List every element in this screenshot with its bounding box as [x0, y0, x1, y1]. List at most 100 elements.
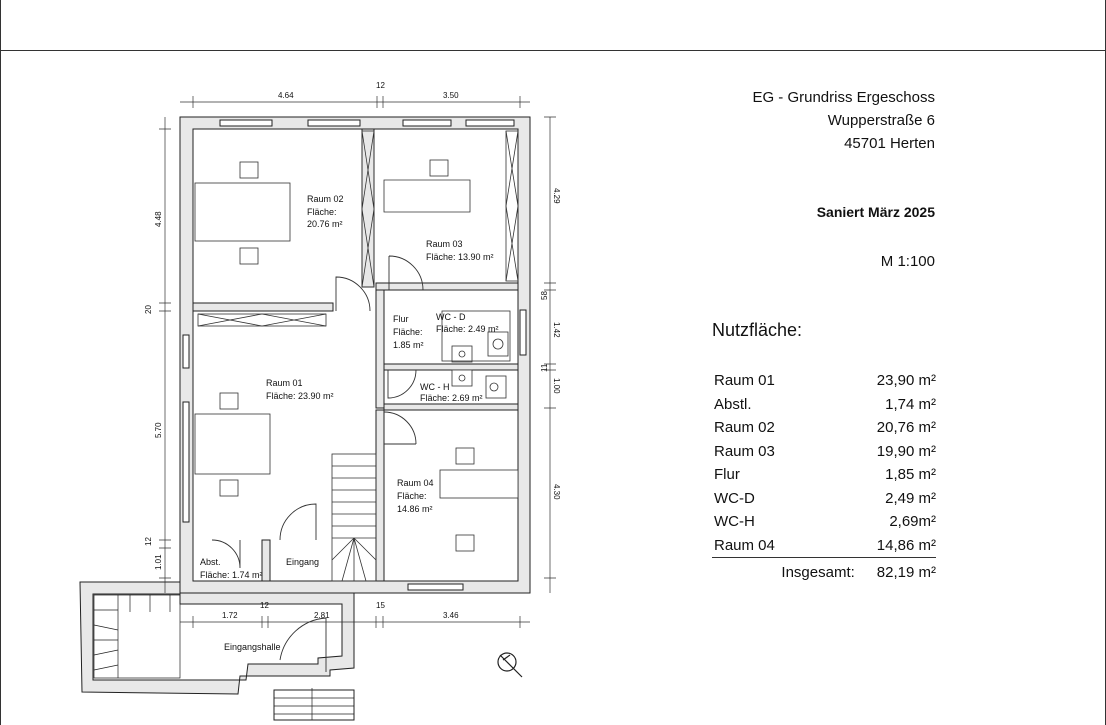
area-label: Raum 01 — [714, 372, 775, 389]
walls — [179, 116, 531, 594]
wall-r04-left — [375, 409, 385, 582]
dimension-label: 5.70 — [154, 422, 163, 438]
dimension-label: 1.42 — [552, 322, 561, 338]
room-area: Fläche: 1.74 m² — [200, 570, 263, 580]
area-row: Raum 04 14,86 m² — [712, 534, 936, 558]
dimension-label: 20 — [144, 305, 153, 314]
area-label: WC-D — [714, 489, 755, 507]
dimension-label: 15 — [376, 601, 385, 610]
room-label: Raum 01 — [266, 378, 303, 388]
window — [465, 119, 515, 127]
dimension-label: 4.30 — [552, 484, 561, 500]
area-total: Insgesamt: 82,19 m² — [712, 564, 936, 581]
total-label: Insgesamt: — [781, 564, 855, 581]
furniture — [194, 159, 519, 552]
city: 45701 Herten — [844, 135, 935, 152]
room-label: WC - H — [420, 382, 450, 392]
chair — [219, 479, 239, 497]
room-label: Abst. — [200, 557, 221, 567]
scale-label: M 1:100 — [880, 253, 935, 270]
area-row: Flur 1,85 m² — [712, 463, 936, 487]
dimension-label: 12 — [260, 601, 269, 610]
area-row: Raum 02 20,76 m² — [712, 416, 936, 440]
room-label: Flur — [393, 314, 409, 324]
desk — [439, 469, 519, 499]
room-label: Raum 02 — [307, 194, 344, 204]
chair — [455, 534, 475, 552]
room-area: Fläche: 23.90 m² — [266, 391, 334, 401]
dimension-label: 3.46 — [443, 611, 459, 620]
area-row: Abstl.1,74 m² — [712, 393, 936, 417]
room-label: Raum 04 — [397, 478, 434, 488]
chair — [239, 247, 259, 265]
area-row: Raum 03 19,90 m² — [712, 440, 936, 464]
area-label: WC-H — [714, 513, 755, 530]
room-area: 20.76 m² — [307, 219, 343, 229]
area-label: Raum 04 — [714, 536, 775, 554]
room-area: Fläche: 13.90 m² — [426, 252, 494, 262]
dimension-label: 12 — [376, 81, 385, 90]
address-block: EG - Grundriss Ergeschoss Wupperstraße 6… — [752, 86, 935, 155]
chair — [219, 392, 239, 410]
area-value: 2,69m² — [889, 513, 936, 530]
window — [219, 119, 273, 127]
window — [307, 119, 361, 127]
wall-r03-bottom — [375, 282, 519, 291]
area-label: Raum 03 — [714, 442, 775, 460]
dimension-label: 1.00 — [552, 378, 561, 394]
room-label: WC - D — [436, 312, 466, 322]
dimension-label: 1.01 — [154, 554, 163, 570]
window — [402, 119, 452, 127]
room-area: 1.85 m² — [393, 340, 424, 350]
area-value: 1,85 m² — [885, 466, 936, 483]
wall-abst — [261, 539, 271, 582]
dimension-lines — [159, 96, 556, 628]
room-area: Fläche: 2.69 m² — [420, 393, 483, 403]
desk — [194, 182, 291, 242]
chair — [429, 159, 449, 177]
sanitary — [441, 310, 511, 399]
chair — [455, 447, 475, 465]
wall-wc-mid — [383, 363, 519, 371]
area-row: WC-D 2,49 m² — [712, 487, 936, 511]
dimension-label: 1.72 — [222, 611, 238, 620]
room-label: Eingang — [286, 557, 319, 567]
room-label: Eingangshalle — [224, 642, 281, 652]
dimension-label: 4.48 — [154, 211, 163, 227]
room-area: 14.86 m² — [397, 504, 433, 514]
window — [519, 309, 527, 356]
dimension-label: 2.81 — [314, 611, 330, 620]
area-value: 19,90 m² — [876, 442, 936, 460]
desk — [383, 179, 471, 213]
wall-flur-wc — [375, 289, 385, 409]
area-row: WC-H 2,69m² — [712, 510, 936, 534]
area-value: 20,76 m² — [876, 419, 936, 436]
wall-wc-bottom — [383, 403, 519, 411]
desk — [194, 413, 271, 475]
area-value: 1,74 m² — [885, 395, 936, 413]
room-area: Fläche: 2.49 m² — [436, 324, 499, 334]
area-summary-title: Nutzfläche: — [712, 320, 803, 340]
area-value: 2,49 m² — [885, 489, 936, 507]
dimension-label: 4.29 — [552, 188, 561, 204]
area-label: Flur — [714, 466, 740, 483]
area-value: 14,86 m² — [876, 536, 936, 554]
plan-title: EG - Grundriss Ergeschoss — [752, 89, 935, 106]
wall-r02-r03 — [361, 128, 375, 288]
room-area: Fläche: — [397, 491, 427, 501]
street: Wupperstraße 6 — [827, 112, 935, 129]
room-area: Fläche: — [307, 207, 337, 217]
chair — [239, 161, 259, 179]
total-value: 82,19 m² — [876, 564, 936, 581]
room-label: Raum 03 — [426, 239, 463, 249]
room-area: Fläche: — [393, 327, 423, 337]
doors — [211, 255, 424, 569]
dimension-label: 11 — [540, 363, 549, 372]
dimension-label: 12 — [144, 537, 153, 546]
area-label: Raum 02 — [714, 419, 775, 436]
windows — [182, 119, 527, 591]
outer-wall — [179, 116, 531, 594]
